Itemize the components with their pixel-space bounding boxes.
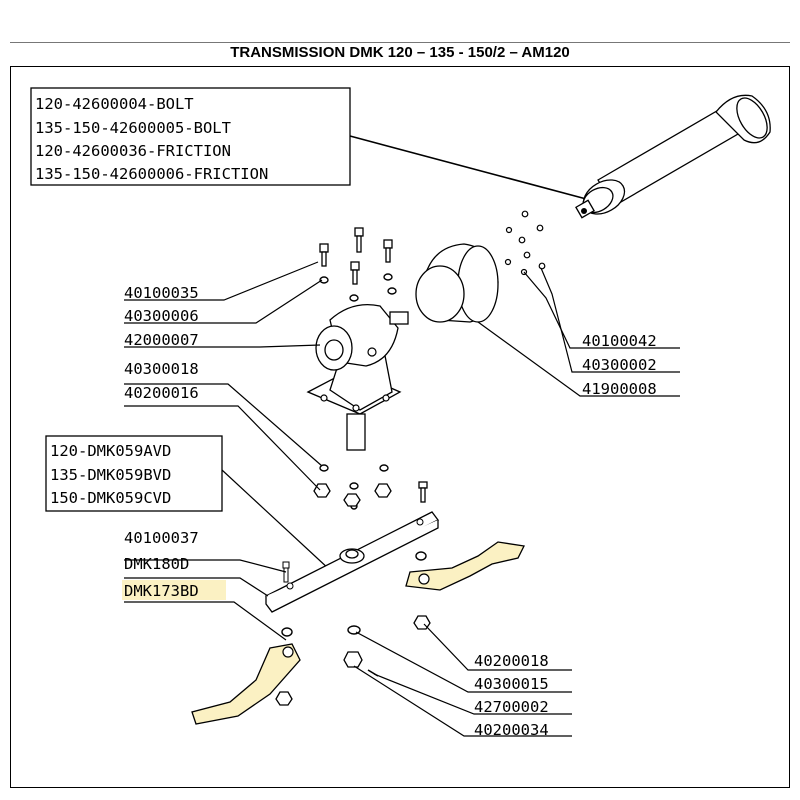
label-40300006: 40300006 [124, 307, 199, 325]
label-40300018: 40300018 [124, 360, 199, 378]
leader-40200018 [423, 623, 572, 671]
diagram-frame [10, 66, 790, 788]
label-40100035: 40100035 [124, 284, 199, 302]
dmk059-label-box: 120-DMK059AVD 135-DMK059BVD 150-DMK059CV… [45, 435, 331, 571]
leader-box-to-pto [349, 135, 591, 201]
leader-dmk180d [124, 577, 269, 597]
label-dmk173bd: DMK173BD [124, 582, 199, 600]
leader-40300006 [124, 279, 323, 324]
leader-40100035 [124, 261, 319, 301]
label-40100042: 40100042 [582, 332, 657, 350]
leader-40200034 [353, 665, 572, 737]
friction-hub [415, 243, 680, 397]
bolt-friction-label-box: 120-42600004-BOLT 135-150-42600005-BOLT … [30, 87, 591, 201]
label-41900008: 41900008 [582, 380, 657, 398]
label-40100037: 40100037 [124, 529, 199, 547]
leader-41900008 [477, 321, 680, 397]
dmk-line-2: 135-DMK059BVD [50, 466, 171, 484]
box-line-4: 135-150-42600006-FRICTION [35, 165, 268, 183]
title-rule [10, 66, 790, 67]
gearbox [306, 303, 409, 451]
label-40200034: 40200034 [474, 721, 549, 739]
leader-40300018 [124, 383, 323, 467]
diagram-title: TRANSMISSION DMK 120 – 135 - 150/2 – AM1… [230, 44, 570, 61]
label-42700002: 42700002 [474, 698, 549, 716]
label-42000007: 42000007 [124, 331, 199, 349]
blade-bolts [124, 551, 572, 737]
box-line-2: 135-150-42600005-BOLT [35, 119, 231, 137]
top-rule [10, 42, 790, 43]
dmk-line-3: 150-DMK059CVD [50, 489, 171, 507]
label-40300015: 40300015 [474, 675, 549, 693]
blade-right [405, 541, 525, 591]
label-40300002: 40300002 [582, 356, 657, 374]
leader-40100042 [523, 271, 680, 349]
gearbox-bolts [124, 227, 397, 348]
leader-40200016 [124, 405, 321, 491]
blade-left [191, 643, 301, 725]
dmk-line-1: 120-DMK059AVD [50, 442, 171, 460]
leader-dmk059 [221, 469, 331, 571]
leader-40300002 [540, 267, 680, 373]
label-40200016: 40200016 [124, 384, 199, 402]
cutter-bar [124, 511, 439, 613]
small-bolts-group [504, 210, 680, 373]
dmk173bd-highlight [122, 580, 226, 600]
leader-40100037 [124, 559, 287, 573]
box-line-1: 120-42600004-BOLT [35, 95, 194, 113]
box-line-3: 120-42600036-FRICTION [35, 142, 231, 160]
pto-shaft [575, 94, 771, 219]
label-dmk180d: DMK180D [124, 555, 189, 573]
lower-hardware [124, 383, 428, 510]
label-40200018: 40200018 [474, 652, 549, 670]
leader-40300015 [355, 631, 572, 693]
leader-42700002 [373, 673, 572, 715]
leader-dmk173bd [124, 601, 287, 641]
leader-42000007 [124, 344, 321, 348]
